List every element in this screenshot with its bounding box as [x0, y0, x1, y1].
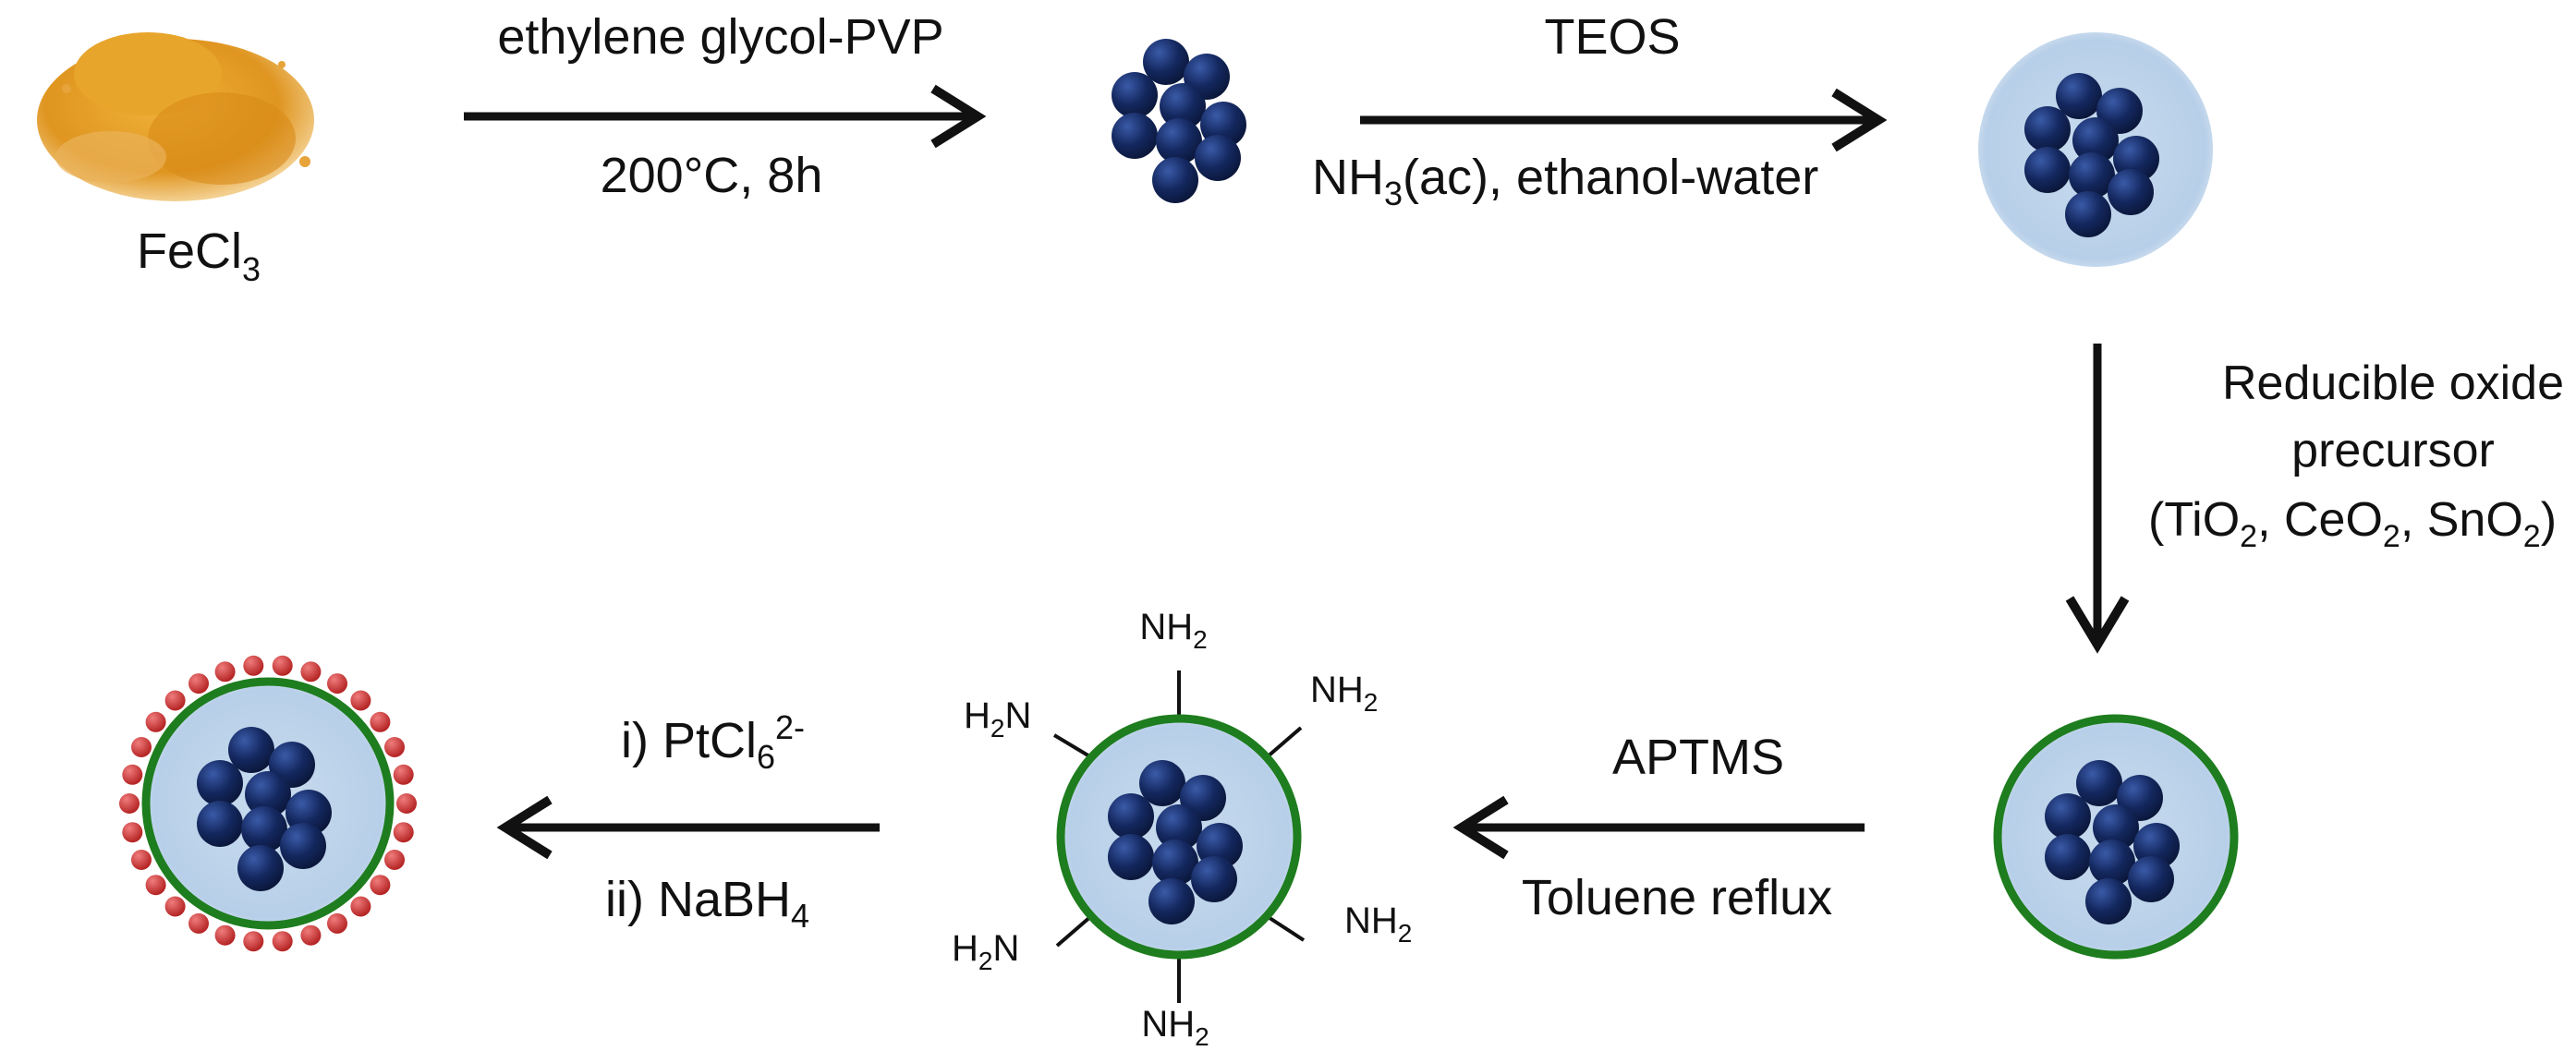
- pt-dot: [300, 924, 322, 946]
- pt-dot: [300, 661, 322, 682]
- step3-line3: (TiO2, CeO2, SnO2): [2148, 493, 2557, 554]
- pt-dot: [119, 793, 140, 814]
- step2-bottom-label: NH3(ac), ethanol-water: [1312, 150, 1818, 212]
- step4-bottom-label: Toluene reflux: [1522, 870, 1832, 925]
- pt-dot: [327, 673, 347, 695]
- pt-dot: [214, 661, 236, 682]
- pt-dot: [350, 690, 371, 711]
- amine-label-top: NH2: [1139, 607, 1207, 654]
- pt-decorated-particle: [119, 655, 417, 952]
- amine-functionalized-particle: [1052, 670, 1306, 1003]
- pt-dot: [145, 711, 166, 732]
- pt-dot: [164, 896, 186, 917]
- pt-dot: [272, 931, 293, 952]
- pt-dot: [370, 875, 391, 896]
- pt-nanoparticles: [119, 655, 417, 952]
- magnetite-cluster: [1112, 39, 1246, 203]
- pt-dot: [393, 822, 414, 843]
- step1-top-label: ethylene glycol-PVP: [497, 9, 943, 65]
- step2-arrow: [1360, 88, 1888, 152]
- pt-dot: [145, 875, 166, 896]
- silica-coated-particle: [1978, 32, 2213, 267]
- pt-dot: [122, 822, 143, 843]
- step5-bottom-label: ii) NaBH4: [605, 872, 809, 935]
- step1-arrow: [464, 84, 987, 149]
- pt-dot: [122, 764, 143, 785]
- step4-top-label: APTMS: [1612, 730, 1784, 785]
- amine-label-top-right: NH2: [1310, 670, 1378, 717]
- pt-dot: [131, 737, 152, 757]
- fecl3-label: FeCl3: [137, 223, 261, 288]
- oxide-shell-particle: [1993, 714, 2239, 960]
- pt-dot: [350, 896, 371, 917]
- step4-arrow: [1452, 795, 1865, 860]
- amine-label-bottom-right: NH2: [1344, 900, 1412, 948]
- pt-dot: [214, 924, 236, 946]
- pt-dot: [327, 912, 347, 934]
- pt-dot: [188, 673, 209, 695]
- step5-arrow: [496, 795, 880, 860]
- pt-dot: [131, 850, 152, 870]
- pt-dot: [384, 737, 405, 757]
- amine-label-bottom-left: H2N: [952, 928, 1019, 975]
- step2-top-label: TEOS: [1544, 9, 1680, 65]
- step5-top-label: i) PtCl62-: [621, 708, 805, 776]
- pt-dot: [370, 711, 391, 732]
- amine-label-bottom: NH2: [1141, 1004, 1209, 1051]
- step3-line1: Reducible oxide: [2222, 356, 2564, 410]
- amine-label-top-left: H2N: [964, 695, 1031, 743]
- pt-dot: [188, 912, 209, 934]
- pt-dot: [384, 850, 405, 870]
- fecl3-powder-image: [37, 32, 314, 201]
- pt-dot: [396, 793, 417, 814]
- pt-dot: [272, 655, 293, 676]
- pt-dot: [243, 931, 264, 952]
- step1-bottom-label: 200°C, 8h: [601, 148, 823, 203]
- pt-dot: [164, 690, 186, 711]
- pt-dot: [243, 655, 264, 676]
- pt-dot: [393, 764, 414, 785]
- step3-arrow: [2065, 344, 2130, 654]
- step3-line2: precursor: [2291, 424, 2495, 477]
